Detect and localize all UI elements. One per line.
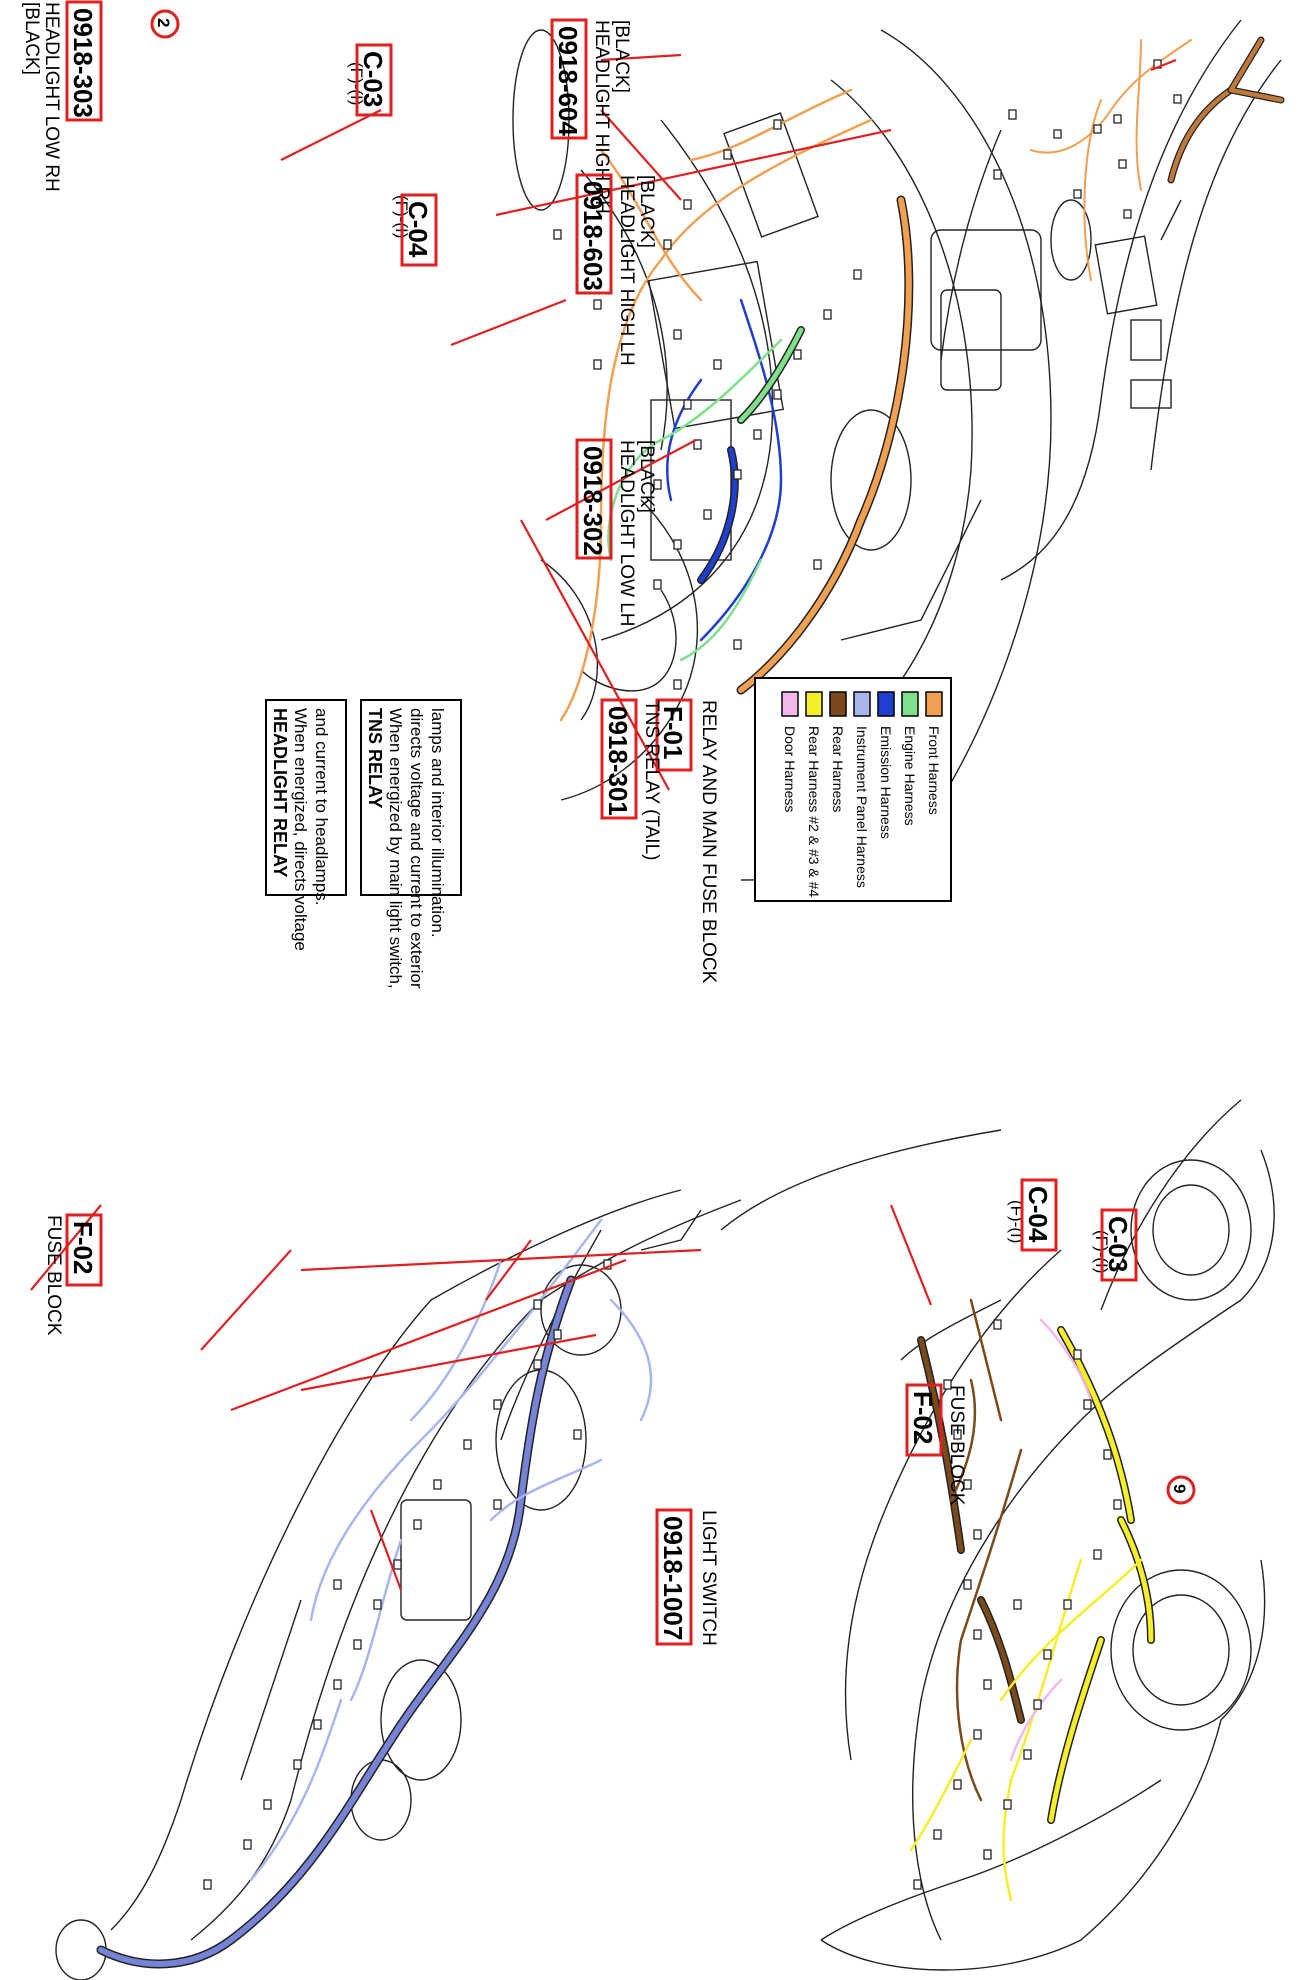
legend-label: Rear Harness #2 & #3 & #4 [806,726,822,897]
legend-swatch [877,691,895,717]
legend-label: Front Harness [926,726,942,815]
legend-label: Instrument Panel Harness [854,726,870,888]
headlight-low-rh-box [65,0,103,122]
headlight-note-box [265,699,347,896]
headlight-high-lh-box [575,173,613,295]
marker-9-label: 9 [1170,1484,1189,1493]
headlight-note-title: HEADLIGHT RELAY [270,708,290,877]
instrument-panel-drawing [55,1189,742,1980]
engine-bay-drawing [512,29,1052,881]
c03-top-box [355,43,393,117]
light-switch-name: LIGHT SWITCH [698,1510,719,1646]
fuse-block-dash-box [905,1383,943,1457]
harness-legend: Front Harness Engine Harness Emission Harn… [754,677,952,902]
engine-bay-harnesses [559,88,914,722]
tns-note-line-3: lamps and interior illumination. [428,708,447,938]
car-body-harnesses [909,1298,1155,1902]
fuse-block-car-code: F-02 [68,1221,98,1274]
legend-swatch [901,691,919,717]
headlight-high-rh-color: [BLACK] [611,20,632,93]
relay-main-fuse-code: F-01 [658,706,688,759]
headlight-low-lh-code: 0918-302 [578,446,608,556]
headlight-high-lh-code: 0918-603 [578,181,608,291]
c04-dash-box [1020,1178,1058,1252]
headlight-high-rh-box [550,18,588,140]
relay-main-fuse-name: RELAY AND MAIN FUSE BLOCK [698,700,719,984]
light-switch-box [655,1508,693,1646]
marker-9-circle [1166,1475,1196,1505]
marker-2-label: 2 [154,18,173,27]
labels: (F)-(I) C-03 (F)-(I) C-04 [BLACK] HEADLI… [21,0,1196,1646]
fuse-block-car-name: FUSE BLOCK [43,1215,64,1336]
relay-main-fuse-box [655,698,693,772]
tns-note-box [360,699,462,896]
instrument-panel-harnesses [96,1218,653,1969]
headlight-low-lh-color: [BLACK] [636,440,657,513]
headlight-low-rh-name: HEADLIGHT LOW RH [41,2,62,192]
headlight-high-lh-color: [BLACK] [636,175,657,248]
legend-label: Engine Harness [902,726,918,826]
tns-note-line-1: When energized by main light switch, [386,708,405,989]
c04-top-box [400,193,438,267]
c04-top-code: C-04 [403,201,433,258]
instrument-panel-connectors [203,1259,612,1890]
leader-lines [30,53,1177,1591]
legend-swatch [805,691,823,717]
headlight-low-lh-name: HEADLIGHT LOW LH [616,440,637,627]
tns-relay-code: 0918-301 [603,706,633,816]
c03-dash-box [1100,1208,1138,1282]
c03-top-code: C-03 [358,51,388,107]
dash-detail-drawing [930,19,1282,581]
legend-label: Door Harness [782,726,798,812]
headlight-low-rh-code: 0918-303 [68,8,98,118]
fuse-block-dash-name: FUSE BLOCK [946,1385,967,1506]
c03-dash-code: C-03 [1103,1216,1133,1272]
tns-relay-box [600,698,638,820]
legend-swatch [925,691,943,717]
light-switch-code: 0918-1007 [658,1516,688,1640]
car-body-connectors [913,1319,1122,1890]
tns-note-line-2: directs voltage and current to exterior [407,708,426,989]
headlight-note-line-1: When energized, directs voltage [291,708,310,951]
headlight-low-lh-box [575,438,613,560]
legend-swatch [829,691,847,717]
headlight-note-line-2: and current to headlamps. [312,708,331,906]
tns-note-title: TNS RELAY [365,708,385,808]
headlight-low-rh-color: [BLACK] [21,2,42,75]
marker-2-circle [150,9,180,39]
car-body-drawing [720,1099,1275,1971]
engine-bay-connectors [553,109,1017,690]
fuse-block-dash-code: F-02 [908,1391,938,1444]
legend-swatch [853,691,871,717]
dash-detail-harnesses [1030,36,1285,281]
dash-detail-connectors [1053,59,1182,219]
fuse-block-car-box [65,1213,103,1287]
headlight-high-rh-code: 0918-604 [553,26,583,136]
headlight-high-lh-name: HEADLIGHT HIGH LH [616,175,637,366]
legend-swatch [781,691,799,717]
headlight-high-rh-name: HEADLIGHT HIGH RH [591,20,612,214]
legend-label: Emission Harness [878,726,894,839]
c04-dash-code: C-04 [1023,1186,1053,1243]
legend-label: Rear Harness [830,726,846,812]
tns-relay-name: TNS RELAY (TAIL) [641,700,662,860]
